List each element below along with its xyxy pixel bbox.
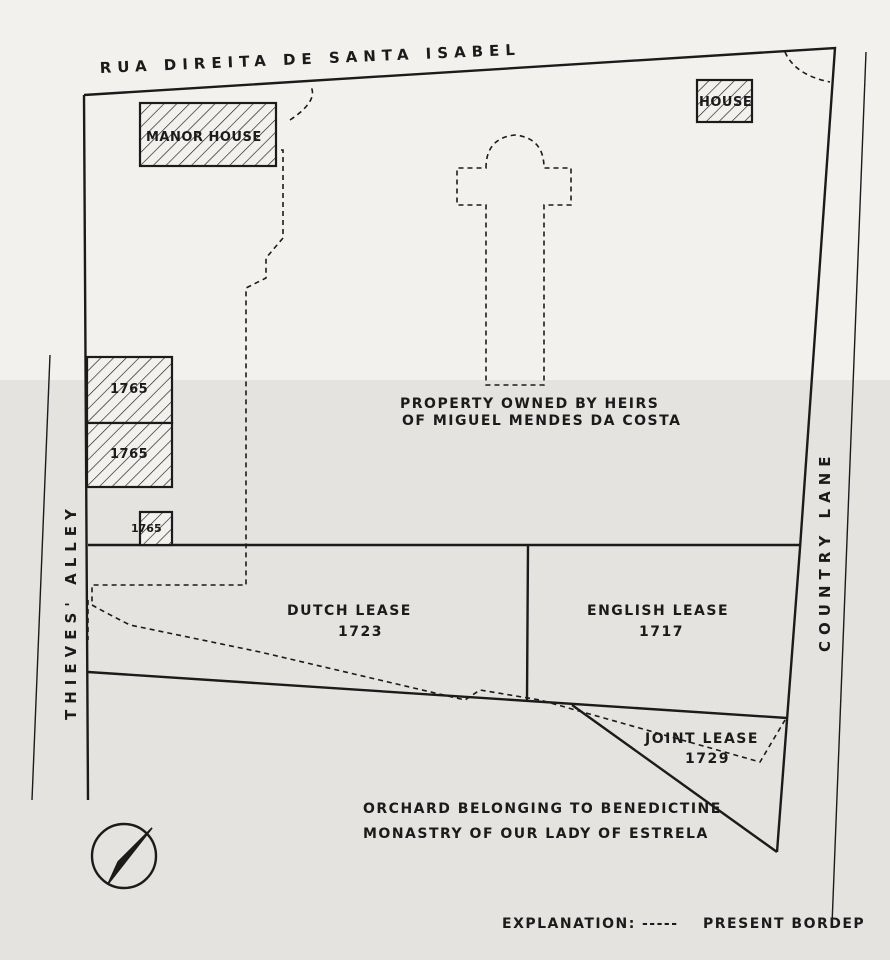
country-lane-edge [831, 51, 867, 926]
thieves-alley-label: THIEVES' ALLEY [62, 503, 80, 720]
house-building [695, 78, 754, 124]
joint-lease-year: 1729 [685, 751, 730, 767]
country-lane-boundary [775, 547, 802, 853]
building-1765-b [85, 421, 174, 489]
present-border-corner [784, 51, 831, 83]
property-label-line1: PROPERTY OWNED BY HEIRS [400, 396, 659, 412]
building-1765-b-label: 1765 [110, 447, 148, 462]
building-1765-c [138, 510, 174, 547]
country-lane-label: COUNTRY LANE [816, 450, 834, 652]
manor-house-building [138, 101, 278, 168]
english-lease-year: 1717 [639, 624, 684, 640]
lease-bottom-line [87, 670, 788, 720]
joint-lease-diagonal [571, 704, 778, 853]
property-label-line2: OF MIGUEL MENDES DA COSTA [402, 413, 681, 429]
building-1765-a-label: 1765 [110, 382, 148, 397]
legend-text: PRESENT BORDEP [703, 916, 865, 932]
manor-house-label: MANOR HOUSE [146, 130, 262, 145]
compass-icon [90, 822, 158, 890]
english-lease-label: ENGLISH LEASE [587, 603, 729, 619]
thieves-alley-edge [31, 354, 51, 801]
church-outline [456, 134, 572, 386]
house-label: HOUSE [699, 95, 752, 110]
present-border-manor [91, 149, 284, 605]
dutch-lease-label: DUTCH LEASE [287, 603, 412, 619]
present-border-south [91, 604, 786, 763]
lease-divider [525, 544, 530, 701]
legend-marker: ----- [642, 916, 679, 932]
orchard-label-line1: ORCHARD BELONGING TO BENEDICTINE [363, 801, 722, 817]
orchard-label-line2: MONASTRY OF OUR LADY OF ESTRELA [363, 826, 709, 842]
building-1765-c-label: 1765 [131, 522, 162, 535]
legend-label: EXPLANATION: [502, 916, 636, 932]
present-border-top [289, 84, 314, 121]
joint-lease-label: JOINT LEASE [644, 731, 759, 747]
dutch-lease-year: 1723 [338, 624, 383, 640]
